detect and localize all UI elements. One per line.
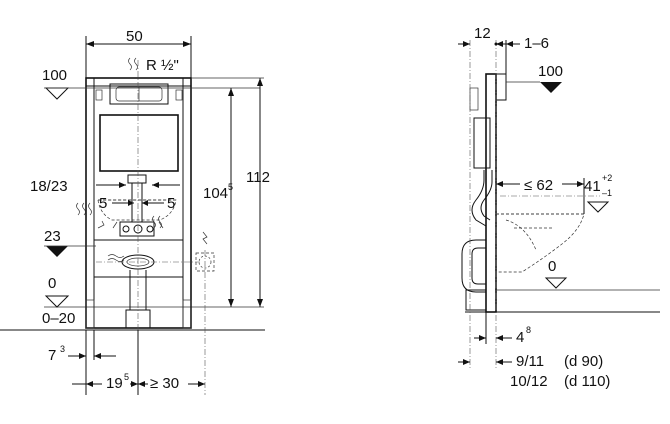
height-104: 104 — [203, 185, 228, 202]
side-cistern — [473, 117, 491, 169]
side-level-0-marker — [544, 277, 568, 289]
dim-7-sup: 3 — [60, 344, 65, 354]
range-0-20: 0–20 — [42, 310, 75, 327]
side-frame — [485, 73, 497, 313]
width-dimension: 50 — [126, 28, 143, 45]
fixing-bolt-right — [146, 225, 154, 233]
dim-12: 12 — [474, 25, 491, 42]
level-100-marker — [44, 87, 70, 100]
toilet-outline — [97, 199, 177, 221]
dim-5-left: 5 — [99, 195, 107, 212]
height-112: 112 — [246, 169, 270, 186]
side-level-100-label: 100 — [538, 63, 563, 80]
dim-4: 4 — [516, 329, 524, 346]
side-drain — [465, 289, 487, 311]
level-23-label: 23 — [44, 228, 61, 245]
side-level-0-label: 0 — [548, 258, 556, 275]
dim-le62: ≤ 62 — [524, 177, 553, 194]
dim-d110: (d 110) — [564, 373, 610, 390]
height-104-sup: 5 — [228, 182, 233, 192]
side-flush-bend — [471, 170, 487, 227]
dim-41-sup-top: +2 — [602, 173, 612, 183]
level-0-label: 0 — [48, 275, 56, 292]
dim-41: 41 — [584, 178, 601, 195]
wc-bracket — [119, 221, 155, 237]
dim-4-sup: 8 — [526, 325, 531, 335]
level-0-marker — [44, 295, 70, 308]
dim-41-sup-bot: –1 — [602, 188, 612, 198]
water-connection-icon — [128, 57, 138, 71]
dim-5-right: 5 — [167, 195, 175, 212]
dim-d90: (d 90) — [564, 353, 603, 370]
water-supply-icon — [76, 202, 92, 216]
side-level-100-marker — [540, 82, 562, 93]
pipe-label: R ½" — [146, 57, 179, 74]
level-23-marker — [46, 246, 68, 257]
side-level-41-marker — [586, 201, 610, 213]
front-view: R ½" 50 100 18/23 5 5 23 — [0, 28, 270, 395]
dim-10-12: 10/12 — [510, 373, 548, 390]
dim-19-sup: 5 — [124, 372, 129, 382]
cistern — [99, 114, 179, 172]
dim-ge30: ≥ 30 — [150, 375, 179, 392]
dim-9-11: 9/11 — [516, 353, 544, 370]
flush-bend — [127, 174, 147, 184]
dim-1-6: 1–6 — [524, 35, 549, 52]
flush-plate — [109, 83, 169, 105]
side-view: 12 1–6 100 ≤ 62 41 +2 –1 0 4 8 — [458, 25, 660, 390]
foot-right — [182, 299, 192, 329]
electric-icon — [202, 231, 208, 245]
fixing-bolt-left — [122, 225, 130, 233]
side-flush-plate — [495, 73, 507, 101]
level-100-label: 100 — [42, 67, 67, 84]
dim-18-23: 18/23 — [30, 178, 68, 195]
side-waste-pipe — [461, 239, 486, 293]
dim-19: 19 — [106, 375, 123, 392]
foot-left — [85, 299, 95, 329]
waste-water-icon — [107, 254, 125, 262]
dim-7: 7 — [48, 347, 56, 364]
side-toilet-outline — [496, 213, 585, 273]
electrical-box — [195, 252, 215, 272]
